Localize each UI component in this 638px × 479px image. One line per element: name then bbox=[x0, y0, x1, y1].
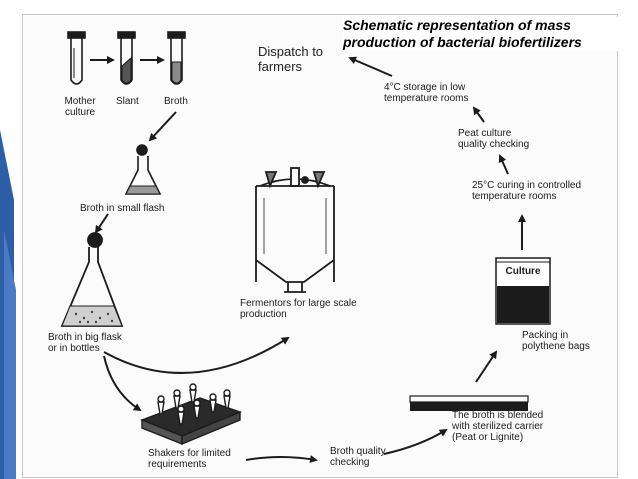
left-accent-highlight bbox=[4, 230, 16, 479]
arrow-peat-quality-to-storage bbox=[472, 106, 485, 123]
big-flask bbox=[60, 232, 124, 327]
arrow-shakers-to-quality bbox=[245, 455, 318, 463]
label-fermentors: Fermentors for large scale production bbox=[240, 298, 357, 320]
title-line-1: Schematic representation of mass bbox=[343, 17, 571, 33]
label-storage: 4°C storage in low temperature rooms bbox=[384, 82, 469, 104]
label-mother-culture: Mother culture bbox=[64, 96, 96, 118]
mother-culture-tube bbox=[67, 31, 86, 85]
arrow-storage-to-dispatch bbox=[348, 56, 393, 77]
label-peat-quality: Peat culture quality checking bbox=[458, 128, 530, 150]
slant-tube bbox=[117, 31, 136, 85]
arrow-broth-to-small-flask bbox=[148, 111, 177, 142]
label-broth-small-flask: Broth in small flash bbox=[80, 203, 165, 214]
arrow-small-to-big-flask bbox=[94, 213, 109, 234]
label-slant: Slant bbox=[116, 96, 139, 107]
label-broth-quality: Broth quality checking bbox=[330, 446, 386, 468]
label-curing: 25°C curing in controlled temperature ro… bbox=[472, 180, 582, 202]
label-blended: The broth is blended with sterilized car… bbox=[452, 410, 544, 443]
label-shakers: Shakers for limited requirements bbox=[148, 448, 231, 470]
arrow-big-flask-to-fermentor bbox=[103, 336, 290, 374]
shaker-platform bbox=[140, 383, 242, 446]
blending-tray bbox=[409, 395, 529, 411]
arrow-curing-to-peat-quality bbox=[498, 154, 509, 175]
title-line-2: production of bacterial biofertilizers bbox=[343, 34, 582, 50]
label-dispatch: Dispatch to farmers bbox=[258, 44, 324, 74]
arrow-quality-to-blended bbox=[383, 428, 448, 455]
label-packing: Packing in polythene bags bbox=[522, 330, 590, 352]
fermentor-vessel bbox=[255, 167, 335, 293]
label-broth: Broth bbox=[164, 96, 188, 107]
broth-tube bbox=[167, 31, 186, 85]
culture-packet bbox=[495, 257, 551, 325]
arrow-big-flask-to-shakers bbox=[103, 355, 142, 412]
arrow-blended-to-packing bbox=[475, 350, 498, 383]
diagram-title: Schematic representation of mass product… bbox=[343, 17, 623, 51]
label-broth-big-flask: Broth in big flask or in bottles bbox=[48, 332, 122, 354]
small-flask bbox=[124, 144, 162, 195]
packet-label-culture: Culture bbox=[505, 266, 541, 277]
diagram-panel bbox=[22, 14, 618, 478]
